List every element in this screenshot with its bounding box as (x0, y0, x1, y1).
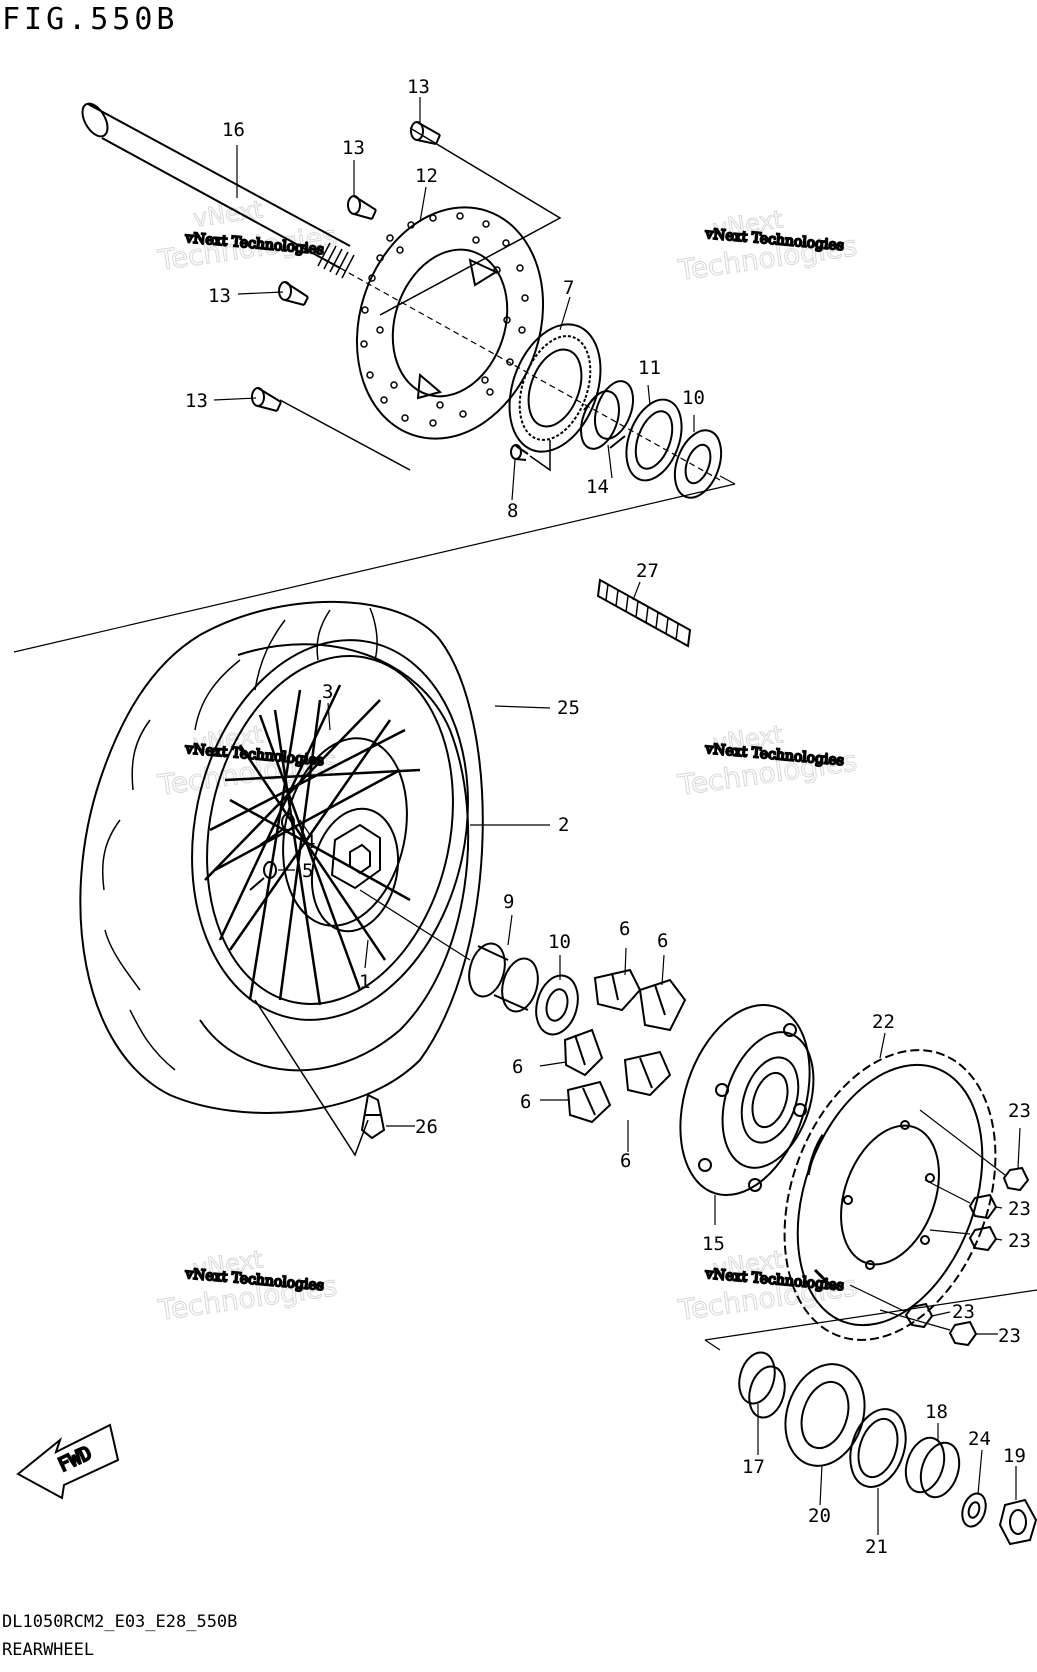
callout-5: 5 (302, 860, 313, 882)
tire-part-25 (79, 600, 484, 1114)
bolt-part-13-c (278, 281, 309, 306)
callout-13: 13 (407, 76, 430, 98)
sprocket-hub-part-15 (679, 1003, 815, 1197)
callout-12: 12 (415, 165, 438, 187)
spacer-part-18 (904, 1436, 961, 1499)
axis-line-wheel (359, 889, 471, 961)
bracket-line-12 (379, 127, 562, 316)
bracket-line-13-lower (279, 399, 411, 471)
callout-9: 9 (503, 891, 514, 913)
nut-part-23-a (1002, 1166, 1030, 1192)
callout-7: 7 (563, 277, 574, 299)
collar-part-9 (468, 942, 539, 1013)
sensor-ring-part-7 (508, 323, 602, 453)
collar-part-17 (738, 1351, 786, 1419)
callout-3: 3 (322, 681, 333, 703)
bracket-line-8 (529, 440, 551, 472)
spoke-nipple-pack-part-27 (596, 578, 692, 648)
callout-13: 13 (185, 390, 208, 412)
callout-2: 2 (558, 814, 569, 836)
callout-23: 23 (998, 1325, 1021, 1347)
nipple-part-5 (249, 861, 277, 891)
callout-10: 10 (682, 387, 705, 409)
exploded-diagram: Technologies vNext vNext Technologies Te… (13, 76, 1037, 1558)
callout-19: 19 (1003, 1445, 1026, 1467)
bolt-part-13-a (410, 121, 441, 145)
bearing-part-20 (784, 1363, 866, 1467)
valve-part-26 (360, 1093, 386, 1140)
seal-part-21 (849, 1408, 907, 1488)
callout-numbers: 16 13 13 13 13 12 7 8 14 11 10 27 25 3 2… (185, 76, 1031, 1558)
spoke-part-4 (259, 813, 295, 846)
callout-16: 16 (222, 119, 245, 141)
damper-part-6-b (638, 978, 687, 1032)
screw-part-8 (510, 444, 529, 461)
callout-26: 26 (415, 1116, 438, 1138)
bearing-part-10-lower (535, 974, 579, 1036)
callout-23: 23 (1008, 1100, 1031, 1122)
callout-6: 6 (620, 1150, 631, 1172)
callout-6: 6 (657, 930, 668, 952)
stud-lines-23 (849, 1109, 1006, 1331)
watermark-big: vNext (191, 195, 264, 232)
callout-10: 10 (548, 931, 571, 953)
callout-23: 23 (952, 1301, 975, 1323)
callout-17: 17 (742, 1456, 765, 1478)
callout-23: 23 (1008, 1198, 1031, 1220)
spacer-part-14 (580, 380, 634, 450)
rear-axle-part-16 (81, 102, 721, 481)
nut-part-23-c (968, 1225, 998, 1252)
callout-13: 13 (208, 285, 231, 307)
callout-6: 6 (512, 1056, 523, 1078)
bearing-part-10-upper (673, 429, 723, 499)
diagram-name: REARWHEEL (2, 1640, 95, 1660)
separator-line-lower (704, 1289, 1037, 1341)
fwd-label: FWD (55, 1442, 95, 1476)
callout-15: 15 (702, 1233, 725, 1255)
callout-27: 27 (636, 560, 659, 582)
callout-23: 23 (1008, 1230, 1031, 1252)
callout-14: 14 (586, 476, 609, 498)
washer-part-24 (961, 1492, 987, 1528)
damper-part-6-a (593, 968, 642, 1012)
callout-21: 21 (865, 1536, 888, 1558)
callout-8: 8 (507, 500, 518, 522)
callout-6: 6 (619, 918, 630, 940)
callout-leaders (213, 97, 1021, 1535)
damper-part-6-e (566, 1080, 612, 1124)
callout-6: 6 (520, 1091, 531, 1113)
callout-1: 1 (359, 971, 370, 993)
watermark-group: Technologies vNext vNext Technologies Te… (155, 195, 860, 1328)
fwd-arrow-icon: FWD (16, 1423, 120, 1500)
diagram-code: DL1050RCM2_E03_E28_550B (2, 1612, 238, 1632)
callout-11: 11 (638, 357, 661, 379)
callout-24: 24 (968, 1428, 991, 1450)
nut-part-23-d (904, 1302, 934, 1329)
callout-20: 20 (808, 1505, 831, 1527)
nut-part-23-b (968, 1193, 998, 1220)
callout-13: 13 (342, 137, 365, 159)
bracket-line-26 (254, 999, 369, 1157)
bolt-part-13-d (251, 387, 282, 412)
axle-nut-part-19 (998, 1498, 1037, 1546)
callout-18: 18 (925, 1401, 948, 1423)
callout-4: 4 (304, 831, 315, 853)
figure-title: FIG.550B (2, 2, 179, 37)
spokes-part-3 (204, 684, 421, 1006)
callout-25: 25 (557, 697, 580, 719)
damper-part-6-d (623, 1050, 672, 1097)
callout-22: 22 (872, 1011, 895, 1033)
wheel-rim-part-2 (191, 639, 469, 1021)
oil-seal-part-11 (625, 398, 683, 482)
nut-part-23-e (948, 1320, 978, 1347)
bolt-part-13-b (347, 195, 377, 220)
damper-part-6-c (563, 1028, 604, 1077)
separator-line-upper (13, 483, 736, 653)
